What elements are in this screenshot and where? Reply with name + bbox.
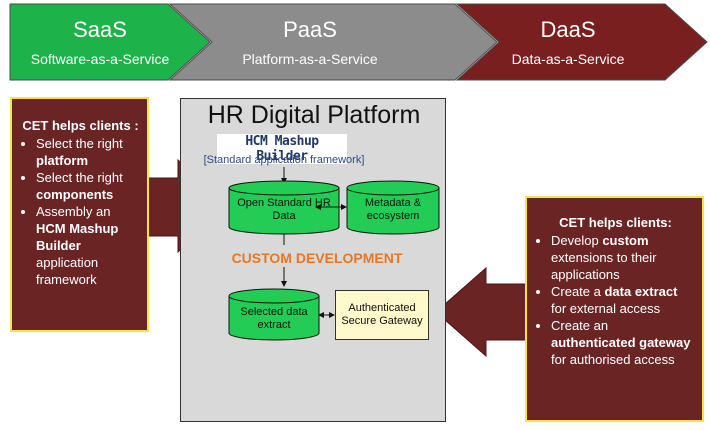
paas-title: PaaS (283, 17, 337, 42)
item-text: Create an (551, 318, 609, 333)
item-text: Select the right (36, 136, 123, 151)
left-callout-item: Select the right platform (36, 135, 141, 169)
right-callout-arrow (435, 266, 529, 358)
daas-chevron (455, 3, 708, 81)
right-callout-item: Create a data extract for external acces… (551, 283, 696, 317)
selected-data-cylinder (228, 288, 320, 341)
daas-subtitle: Data-as-a-Service (511, 51, 625, 67)
item-text: Create a (551, 284, 605, 299)
saas-title: SaaS (73, 17, 127, 42)
item-bold: authenticated gateway (551, 335, 691, 350)
item-text: Develop (551, 233, 603, 248)
selected-data-label: Selected data extract (240, 306, 308, 331)
right-callout-list: Develop custom extensions to their appli… (535, 232, 696, 368)
open-standard-label: Open Standard HR Data (237, 197, 331, 222)
item-bold: platform (36, 153, 88, 168)
custom-development-label: CUSTOM DEVELOPMENT (231, 250, 403, 266)
left-callout-list: Select the right platform Select the rig… (20, 135, 141, 288)
daas-title: DaaS (540, 17, 596, 42)
item-bold: custom (602, 233, 649, 248)
item-bold: components (36, 187, 114, 202)
left-callout: CET helps clients : Select the right pla… (10, 97, 149, 332)
platform-title: HR Digital Platform (207, 101, 421, 129)
paas-subtitle: Platform-as-a-Service (242, 51, 378, 67)
right-callout: CET helps clients: Develop custom extens… (525, 196, 704, 422)
left-callout-item: Assembly an HCM Mashup Builder applicati… (36, 203, 141, 288)
left-callout-header: CET helps clients : (22, 118, 139, 133)
item-text: for external access (551, 301, 661, 316)
item-text: application framework (36, 255, 99, 287)
item-text: Select the right (36, 170, 123, 185)
right-callout-item: Develop custom extensions to their appli… (551, 232, 696, 283)
hcm-mashup-builder-logo: HCM Mashup Builder (217, 134, 347, 164)
open-standard-cylinder (228, 180, 340, 235)
left-callout-item: Select the right components (36, 169, 141, 203)
secure-gateway-box: Authenticated Secure Gateway (335, 290, 429, 340)
item-text: Assembly an (36, 204, 111, 219)
right-callout-item: Create an authenticated gateway for auth… (551, 317, 696, 368)
item-text: extensions to their applications (551, 250, 657, 282)
item-bold: data extract (604, 284, 678, 299)
item-bold: HCM Mashup Builder (36, 221, 119, 253)
metadata-label: Metadata & ecosystem (364, 197, 422, 222)
mashup-subtitle: [Standard application framework] (203, 154, 365, 166)
saas-subtitle: Software-as-a-Service (30, 51, 170, 67)
paas-chevron (168, 3, 498, 81)
metadata-cylinder (346, 180, 440, 235)
chevron-banner (9, 3, 708, 81)
right-callout-header: CET helps clients: (559, 215, 672, 230)
platform-diagram (228, 167, 440, 341)
saas-chevron (9, 3, 211, 81)
item-text: for authorised access (551, 352, 675, 367)
hr-digital-platform: HR Digital Platform HCM Mashup Builder [… (180, 98, 446, 422)
